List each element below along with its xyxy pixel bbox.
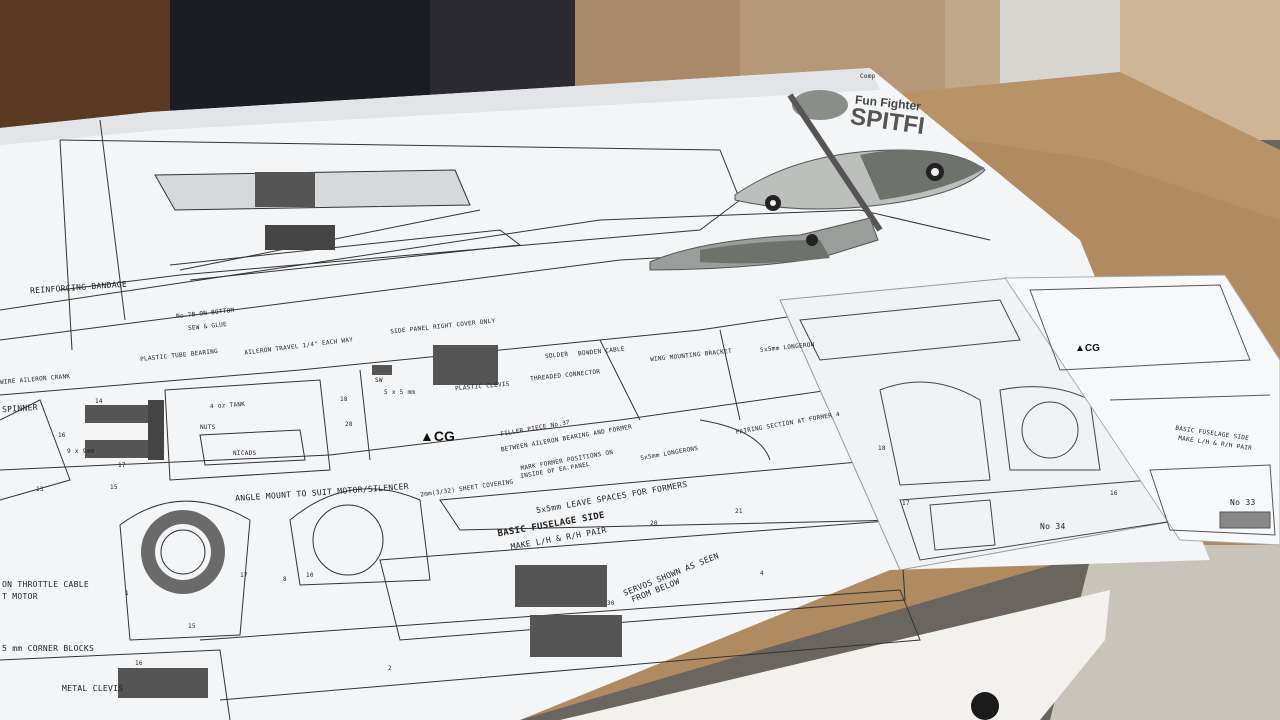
- part-number: 16: [1110, 490, 1118, 497]
- overlay-sheet-2: [1004, 274, 1280, 546]
- label-corner-blocks: 5 mm CORNER BLOCKS: [2, 644, 95, 653]
- label-nuts: NUTS: [200, 424, 216, 431]
- part-number: 18: [878, 445, 886, 452]
- cg-label-small: CG: [1084, 343, 1100, 354]
- part-number: 16: [135, 660, 143, 667]
- label-nicads: NICADS: [233, 450, 257, 457]
- part-number: 28: [345, 421, 353, 428]
- part-number: 13: [36, 486, 44, 493]
- part-number: 10: [306, 572, 314, 579]
- label-metal-clevis: METAL CLEVIS: [62, 684, 124, 693]
- engine-mount-upper: [85, 405, 160, 423]
- part-number: 18: [340, 396, 348, 403]
- spitfire-side-view: [649, 217, 879, 271]
- part-number: 30: [607, 600, 615, 607]
- servo-fuselage: [433, 345, 498, 385]
- part-number: 16: [58, 432, 66, 439]
- cg-label: CG: [433, 428, 455, 444]
- engine-mount-lower: [85, 440, 160, 458]
- part-number: 17: [902, 500, 910, 507]
- label-no34: No 34: [1040, 522, 1066, 531]
- switch: [372, 365, 392, 375]
- part-number: 2: [388, 665, 392, 672]
- cg-marker: ▲CG: [420, 428, 455, 444]
- former-drawings: [119, 419, 771, 641]
- label-sw: SW: [375, 377, 383, 384]
- label-t-motor: T MOTOR: [2, 592, 38, 601]
- part-number: 4: [760, 570, 764, 577]
- part-number: 14: [95, 398, 103, 405]
- part-number: 17: [118, 462, 126, 469]
- servo-bottom-2: [530, 615, 622, 657]
- part-number: 15: [188, 623, 196, 630]
- plan-brand: Comp: [860, 73, 876, 80]
- metal-clevis-block: [118, 668, 208, 698]
- drawer-front: [560, 590, 1110, 720]
- part-number: 8: [283, 576, 287, 583]
- label-five-by-five: 5 x 5 mm: [384, 389, 416, 396]
- part-number: 15: [110, 484, 118, 491]
- desk-highlight: [880, 72, 1280, 220]
- cowl-former-hole: [155, 524, 211, 580]
- servo-top: [255, 172, 315, 207]
- overlay-sheet-2-drawing: [1029, 284, 1276, 536]
- cg-marker-small: ▲CG: [1075, 343, 1100, 354]
- label-throttle-cable: ON THROTTLE CABLE: [2, 580, 89, 589]
- part-number: 1: [125, 590, 129, 597]
- plan-sheet-shadow: [0, 68, 880, 145]
- cowl-former-inner: [160, 529, 206, 575]
- servo-bottom-1: [515, 565, 607, 607]
- spitfire-top-view: [734, 90, 986, 232]
- part-number: 21: [735, 508, 743, 515]
- part-number: 9 x 9mm: [67, 448, 95, 455]
- part-number: 20: [650, 520, 658, 527]
- door-frame: [1000, 0, 1120, 85]
- servo-mid: [265, 225, 335, 250]
- part-number: 17: [240, 572, 248, 579]
- firewall: [148, 400, 164, 460]
- label-no33: No 33: [1230, 498, 1256, 507]
- drawer-knob: [971, 692, 999, 720]
